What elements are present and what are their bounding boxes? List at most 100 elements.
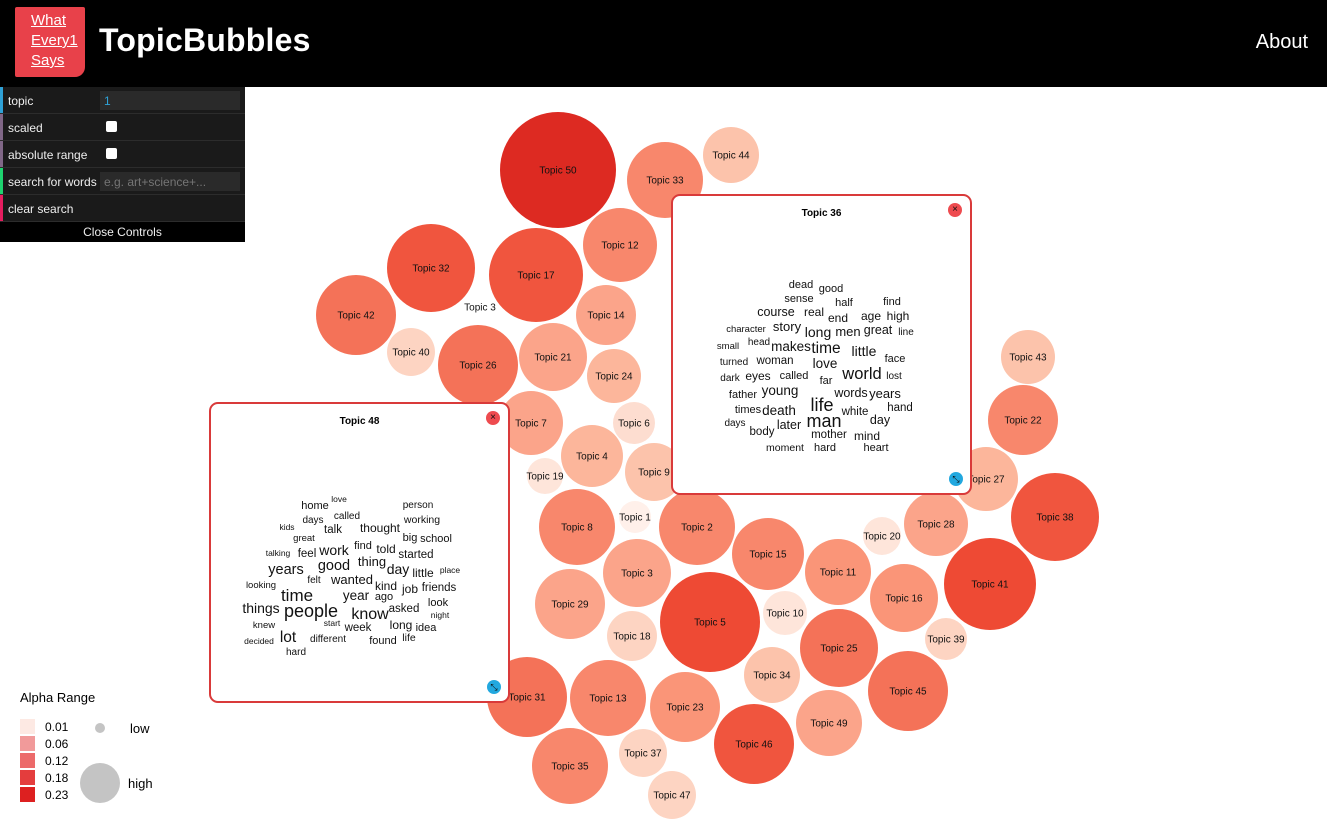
topic-bubble[interactable]: Topic 25 bbox=[800, 609, 878, 687]
bubble-circle[interactable] bbox=[732, 518, 804, 590]
bubble-circle[interactable] bbox=[519, 323, 587, 391]
topic-bubble[interactable]: Topic 32 bbox=[387, 224, 475, 312]
topic-bubble[interactable]: Topic 39 bbox=[925, 618, 967, 660]
close-icon[interactable]: × bbox=[948, 203, 962, 217]
topic-bubble[interactable]: Topic 4 bbox=[561, 425, 623, 487]
topic-bubble[interactable]: Topic 14 bbox=[576, 285, 636, 345]
topic-input[interactable] bbox=[100, 91, 240, 110]
bubble-circle[interactable] bbox=[500, 112, 616, 228]
topic-bubble[interactable]: Topic 6 bbox=[613, 402, 655, 444]
bubble-circle[interactable] bbox=[805, 539, 871, 605]
bubble-circle[interactable] bbox=[944, 538, 1036, 630]
topic-bubble[interactable]: Topic 34 bbox=[744, 647, 800, 703]
topic-bubble[interactable]: Topic 22 bbox=[988, 385, 1058, 455]
topic-bubble[interactable]: Topic 3 bbox=[603, 539, 671, 607]
topic-bubble[interactable]: Topic 35 bbox=[532, 728, 608, 804]
topic-bubble[interactable]: Topic 16 bbox=[870, 564, 938, 632]
topic-bubble[interactable]: Topic 13 bbox=[570, 660, 646, 736]
topic-bubble[interactable]: Topic 47 bbox=[648, 771, 696, 819]
bubble-circle[interactable] bbox=[499, 391, 563, 455]
topic-bubble[interactable]: Topic 21 bbox=[519, 323, 587, 391]
bubble-circle[interactable] bbox=[744, 647, 800, 703]
topic-bubble[interactable]: Topic 43 bbox=[1001, 330, 1055, 384]
topic-bubble[interactable]: Topic 28 bbox=[904, 492, 968, 556]
topic-bubble[interactable]: Topic 9 bbox=[625, 443, 683, 501]
topic-bubble[interactable]: Topic 37 bbox=[619, 729, 667, 777]
about-link[interactable]: About bbox=[1255, 31, 1308, 53]
bubble-circle[interactable] bbox=[660, 572, 760, 672]
bubble-circle[interactable] bbox=[904, 492, 968, 556]
topic-bubble[interactable]: Topic 20 bbox=[863, 517, 901, 555]
topic-bubble[interactable]: Topic 5 bbox=[660, 572, 760, 672]
topic-bubble[interactable]: Topic 17 bbox=[489, 228, 583, 322]
bubble-circle[interactable] bbox=[714, 704, 794, 784]
bubble-circle[interactable] bbox=[648, 771, 696, 819]
bubble-circle[interactable] bbox=[763, 591, 807, 635]
bubble-circle[interactable] bbox=[607, 611, 657, 661]
bubble-circle[interactable] bbox=[387, 224, 475, 312]
bubble-circle[interactable] bbox=[868, 651, 948, 731]
bubble-circle[interactable] bbox=[532, 728, 608, 804]
bubble-circle[interactable] bbox=[539, 489, 615, 565]
bubble-circle[interactable] bbox=[587, 349, 641, 403]
close-controls-button[interactable]: Close Controls bbox=[0, 222, 245, 242]
topic-bubble[interactable]: Topic 2 bbox=[659, 489, 735, 565]
topic-bubble[interactable]: Topic 11 bbox=[805, 539, 871, 605]
bubble-circle[interactable] bbox=[489, 228, 583, 322]
bubble-circle[interactable] bbox=[925, 618, 967, 660]
topic-bubble[interactable]: Topic 12 bbox=[583, 208, 657, 282]
topic-bubble[interactable]: Topic 41 bbox=[944, 538, 1036, 630]
bubble-circle[interactable] bbox=[1001, 330, 1055, 384]
topic-bubble[interactable]: Topic 40 bbox=[387, 328, 435, 376]
topic-bubble[interactable]: Topic 29 bbox=[535, 569, 605, 639]
topic-bubble[interactable]: Topic 49 bbox=[796, 690, 862, 756]
bubble-circle[interactable] bbox=[535, 569, 605, 639]
whatevery1says-logo[interactable]: What Every1 Says bbox=[15, 7, 85, 77]
bubble-circle[interactable] bbox=[703, 127, 759, 183]
topic-bubble[interactable]: Topic 8 bbox=[539, 489, 615, 565]
topic-bubble[interactable]: Topic 3 bbox=[464, 293, 496, 321]
bubble-circle[interactable] bbox=[570, 660, 646, 736]
expand-icon[interactable]: ⤡ bbox=[487, 680, 501, 694]
topic-bubble[interactable]: Topic 46 bbox=[714, 704, 794, 784]
bubble-circle[interactable] bbox=[619, 501, 651, 533]
topic-bubble[interactable]: Topic 23 bbox=[650, 672, 720, 742]
topic-bubble[interactable]: Topic 44 bbox=[703, 127, 759, 183]
bubble-circle[interactable] bbox=[466, 293, 494, 321]
bubble-circle[interactable] bbox=[576, 285, 636, 345]
bubble-circle[interactable] bbox=[316, 275, 396, 355]
bubble-circle[interactable] bbox=[800, 609, 878, 687]
absolute-range-checkbox[interactable] bbox=[106, 148, 117, 159]
topic-bubble[interactable]: Topic 50 bbox=[500, 112, 616, 228]
bubble-circle[interactable] bbox=[527, 458, 563, 494]
topic-bubble[interactable]: Topic 42 bbox=[316, 275, 396, 355]
bubble-circle[interactable] bbox=[650, 672, 720, 742]
topic-bubble[interactable]: Topic 38 bbox=[1011, 473, 1099, 561]
topic-bubble[interactable]: Topic 24 bbox=[587, 349, 641, 403]
topic-bubble[interactable]: Topic 45 bbox=[868, 651, 948, 731]
topic-bubble[interactable]: Topic 18 bbox=[607, 611, 657, 661]
topic-bubble[interactable]: Topic 19 bbox=[526, 458, 564, 494]
bubble-circle[interactable] bbox=[863, 517, 901, 555]
bubble-circle[interactable] bbox=[619, 729, 667, 777]
bubble-circle[interactable] bbox=[583, 208, 657, 282]
bubble-circle[interactable] bbox=[1011, 473, 1099, 561]
topic-bubble[interactable]: Topic 15 bbox=[732, 518, 804, 590]
bubble-circle[interactable] bbox=[988, 385, 1058, 455]
bubble-circle[interactable] bbox=[659, 489, 735, 565]
bubble-circle[interactable] bbox=[603, 539, 671, 607]
topic-bubble[interactable]: Topic 10 bbox=[763, 591, 807, 635]
bubble-circle[interactable] bbox=[387, 328, 435, 376]
topic-bubble[interactable]: Topic 7 bbox=[499, 391, 563, 455]
bubble-circle[interactable] bbox=[613, 402, 655, 444]
expand-icon[interactable]: ⤡ bbox=[949, 472, 963, 486]
bubble-circle[interactable] bbox=[561, 425, 623, 487]
close-icon[interactable]: × bbox=[486, 411, 500, 425]
bubble-circle[interactable] bbox=[796, 690, 862, 756]
search-words-input[interactable] bbox=[100, 172, 240, 191]
scaled-checkbox[interactable] bbox=[106, 121, 117, 132]
bubble-circle[interactable] bbox=[438, 325, 518, 405]
topic-bubble[interactable]: Topic 26 bbox=[438, 325, 518, 405]
